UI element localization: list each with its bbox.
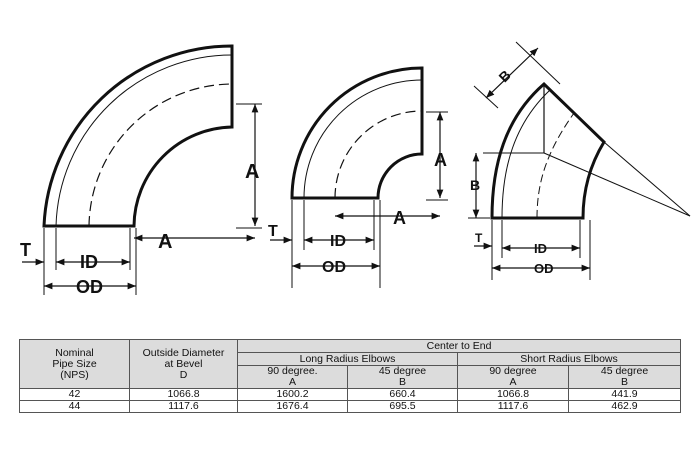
- label2-od: OD: [322, 259, 346, 276]
- table-row: 42 1066.8 1600.2 660.4 1066.8 441.9: [19, 388, 682, 401]
- cell-long-45: 695.5: [347, 400, 458, 413]
- header-long-90: 90 degree.A: [237, 365, 348, 389]
- label3-id: ID: [534, 241, 547, 256]
- elbow2-centerline: [334, 110, 423, 199]
- cell-short-45: 462.9: [567, 400, 682, 413]
- label2-a-horizontal: A: [393, 208, 406, 228]
- cell-od: 1066.8: [129, 388, 238, 401]
- cell-long-90: 1600.2: [237, 388, 348, 401]
- elbow-45-degree: B B ID OD T: [468, 41, 691, 280]
- label-a-vertical: A: [245, 161, 259, 183]
- label3-b-diagonal: B: [495, 67, 513, 85]
- table-row: 44 1117.6 1676.4 695.5 1117.6 462.9: [19, 400, 682, 413]
- label-od: OD: [76, 277, 103, 297]
- header-nominal-pipe-size: Nominal Pipe Size (NPS): [19, 339, 130, 389]
- label3-od: OD: [534, 261, 554, 276]
- label-id: ID: [80, 252, 98, 272]
- cell-od: 1117.6: [129, 400, 238, 413]
- elbow-shade-line: [55, 54, 233, 227]
- elbow-dimension-table: Nominal Pipe Size (NPS) Outside Diameter…: [19, 339, 682, 413]
- label-t: T: [20, 240, 31, 260]
- elbow-centerline: [88, 83, 233, 227]
- header-long-radius: Long Radius Elbows: [237, 352, 458, 366]
- label2-a-vertical: A: [434, 150, 447, 170]
- header-center-to-end: Center to End: [236, 339, 682, 353]
- cell-short-45: 441.9: [567, 388, 682, 401]
- label3-t: T: [475, 231, 483, 245]
- header-short-radius: Short Radius Elbows: [456, 352, 682, 366]
- cell-nps: 42: [19, 388, 130, 401]
- long-radius-90-elbow: A A ID OD T: [20, 44, 262, 297]
- label3-b-vertical: B: [470, 177, 480, 193]
- elbow-body-outer: [42, 44, 234, 228]
- cell-short-90: 1117.6: [457, 400, 569, 413]
- label2-t: T: [268, 223, 278, 240]
- cell-nps: 44: [19, 400, 130, 413]
- cell-short-90: 1066.8: [457, 388, 569, 401]
- cell-long-45: 660.4: [347, 388, 458, 401]
- elbow-diagrams: A A ID OD T A: [20, 41, 691, 297]
- elbow2-body-outer: [290, 66, 424, 200]
- cell-long-90: 1676.4: [237, 400, 348, 413]
- header-outside-diameter: Outside Diameter at Bevel D: [129, 339, 238, 389]
- label2-id: ID: [330, 233, 346, 250]
- elbow3-body-outer: [490, 81, 606, 220]
- short-radius-90-elbow: A A ID OD T: [268, 66, 448, 288]
- dim3-b-diagonal: [485, 47, 539, 99]
- label-a-horizontal: A: [158, 231, 172, 253]
- elbow3-centerline: [536, 112, 575, 219]
